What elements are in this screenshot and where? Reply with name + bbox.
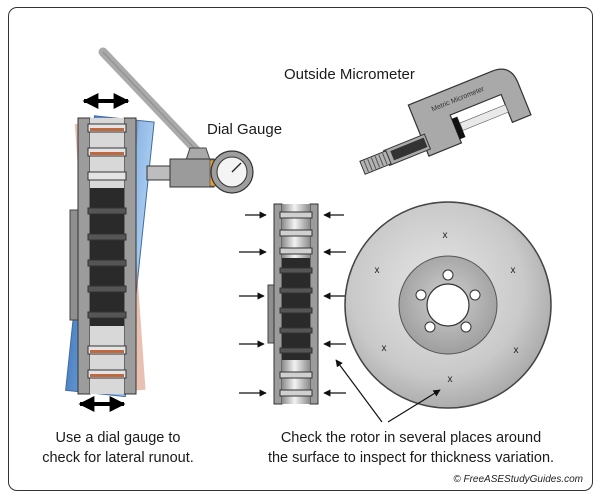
dial-gauge-label: Dial Gauge (207, 121, 283, 138)
thickness-caption-line-1: Check the rotor in several places around (280, 430, 542, 446)
check-mark: x (443, 230, 448, 241)
caption-pointer-arrows (335, 359, 441, 423)
micrometer-label: Outside Micrometer (284, 66, 415, 83)
rotor-face (344, 201, 552, 409)
check-mark: x (448, 374, 453, 385)
check-mark: x (375, 265, 380, 276)
thickness-caption-line-2: the surface to inspect for thickness var… (267, 450, 555, 466)
credit-text: © FreeASEStudyGuides.com (453, 474, 583, 485)
dial-gauge (98, 47, 254, 194)
check-mark: x (511, 265, 516, 276)
thickness-arrows-left (239, 211, 267, 397)
check-mark: x (382, 343, 387, 354)
rotor-check-marks: x x x x x x (375, 230, 519, 385)
check-mark: x (514, 345, 519, 356)
thickness-arrows-right (323, 211, 346, 397)
outside-micrometer: Metric Micrometer (359, 68, 532, 175)
thickness-rotor (267, 203, 319, 405)
thickness-caption: Check the rotor in several places around… (244, 428, 578, 468)
runout-caption-line-2: check for lateral runout. (42, 450, 194, 466)
runout-rotor (65, 115, 155, 398)
runout-caption-line-1: Use a dial gauge to (55, 430, 181, 446)
runout-caption: Use a dial gauge to check for lateral ru… (28, 428, 208, 468)
